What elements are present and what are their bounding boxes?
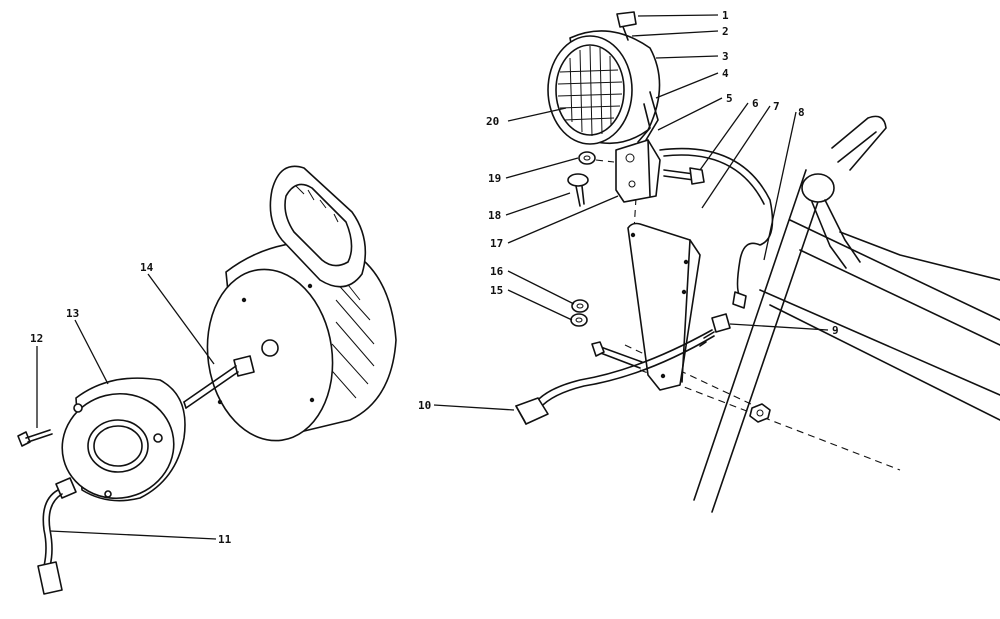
callout-6: 6 xyxy=(752,97,759,110)
leader-lines xyxy=(36,14,829,540)
callout-16: 16 xyxy=(490,265,504,278)
motor xyxy=(55,377,186,502)
shaft xyxy=(183,355,255,409)
callout-15: 15 xyxy=(490,284,503,297)
bracket-bolt xyxy=(591,341,643,369)
callout-9: 9 xyxy=(832,324,839,337)
callout-14: 14 xyxy=(140,261,154,274)
nut-and-carriage-bolt xyxy=(567,151,596,207)
callout-17: 17 xyxy=(490,237,503,250)
callout-labels: 1 2 3 4 5 6 7 8 9 10 11 12 13 14 15 16 1… xyxy=(30,9,839,546)
callout-3: 3 xyxy=(722,50,729,63)
callout-20: 20 xyxy=(486,115,499,128)
bolt-6 xyxy=(663,167,705,185)
callout-2: 2 xyxy=(722,25,729,38)
callout-18: 18 xyxy=(488,209,501,222)
callout-1: 1 xyxy=(722,9,729,22)
wire-harness xyxy=(515,147,774,425)
bracket-nut xyxy=(749,403,771,423)
blower-housing xyxy=(206,165,397,442)
callout-5: 5 xyxy=(726,92,733,105)
motor-wire xyxy=(37,489,63,595)
callout-10: 10 xyxy=(418,399,431,412)
callout-8: 8 xyxy=(798,106,805,119)
callout-13: 13 xyxy=(66,307,79,320)
callout-7: 7 xyxy=(773,100,780,113)
mount-bracket xyxy=(615,139,661,203)
callout-19: 19 xyxy=(488,172,501,185)
washers xyxy=(570,299,589,327)
callout-11: 11 xyxy=(218,533,232,546)
screw xyxy=(17,429,53,447)
headlight xyxy=(547,11,661,145)
callout-12: 12 xyxy=(30,332,43,345)
handle-frame xyxy=(693,115,1000,513)
callout-4: 4 xyxy=(722,67,729,80)
light-bracket xyxy=(627,222,701,391)
